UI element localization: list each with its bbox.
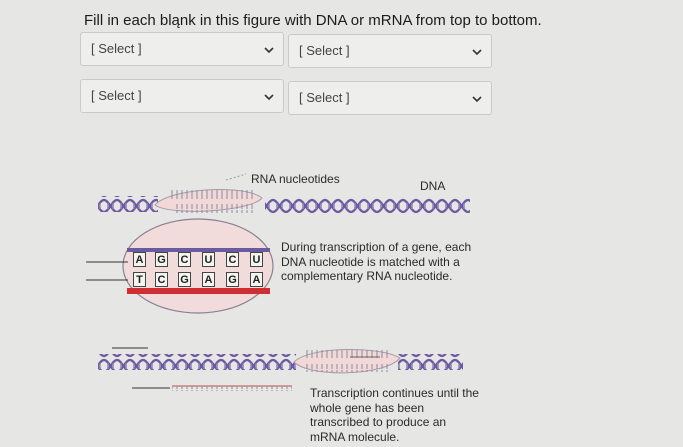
dna-base: A bbox=[202, 272, 215, 287]
dna-base: A bbox=[250, 272, 263, 287]
rna-base: G bbox=[155, 252, 168, 267]
blank-select-2[interactable]: [ Select ] bbox=[288, 34, 492, 68]
dna-strand-ticks-bottom bbox=[305, 364, 390, 372]
rna-pointer-line bbox=[225, 173, 247, 181]
blank-select-1[interactable]: [ Select ] bbox=[80, 32, 284, 66]
dna-base: T bbox=[133, 272, 146, 287]
chevron-down-icon bbox=[264, 94, 274, 101]
rna-nucleotides-label: RNA nucleotides bbox=[251, 172, 340, 186]
dna-helix-right bbox=[265, 197, 470, 213]
dna-base: G bbox=[226, 272, 239, 287]
dna-base: G bbox=[178, 272, 191, 287]
dna-helix-left bbox=[98, 196, 158, 212]
rna-base: C bbox=[178, 252, 191, 267]
chevron-down-icon bbox=[264, 47, 274, 54]
select-value: [ Select ] bbox=[299, 43, 350, 58]
dna-base: C bbox=[155, 272, 168, 287]
transcription-description: During transcription of a gene, each DNA… bbox=[281, 240, 472, 283]
rna-base: U bbox=[202, 252, 215, 267]
rna-base: A bbox=[133, 252, 146, 267]
rna-base: U bbox=[250, 252, 263, 267]
blank-select-3[interactable]: [ Select ] bbox=[80, 79, 284, 113]
dna-helix-bottom-right bbox=[398, 354, 463, 370]
rna-strand-bar bbox=[127, 288, 270, 294]
rna-nucleotide-ticks bbox=[170, 190, 255, 199]
chevron-down-icon bbox=[472, 49, 482, 56]
select-value: [ Select ] bbox=[299, 90, 350, 105]
dna-template-strand bbox=[127, 248, 270, 252]
rna-nucleotide-ticks-bottom bbox=[305, 350, 390, 358]
blank-select-4[interactable]: [ Select ] bbox=[288, 81, 492, 115]
dna-label: DNA bbox=[420, 179, 446, 193]
dna-helix-bottom-left bbox=[98, 354, 296, 370]
question-prompt: Fill in each bląnk in this figure with D… bbox=[84, 12, 542, 29]
select-value: [ Select ] bbox=[91, 88, 142, 103]
transcription-diagram bbox=[86, 173, 470, 391]
chevron-down-icon bbox=[472, 96, 482, 103]
select-value: [ Select ] bbox=[91, 41, 142, 56]
rna-base: C bbox=[226, 252, 239, 267]
dna-strand-ticks bbox=[175, 204, 255, 213]
transcription-continues-description: Transcription continues until the whole … bbox=[310, 386, 479, 444]
transcription-figure: RNA nucleotides DNA A G C U C U T C G A … bbox=[0, 150, 683, 447]
mrna-strand bbox=[172, 386, 292, 391]
